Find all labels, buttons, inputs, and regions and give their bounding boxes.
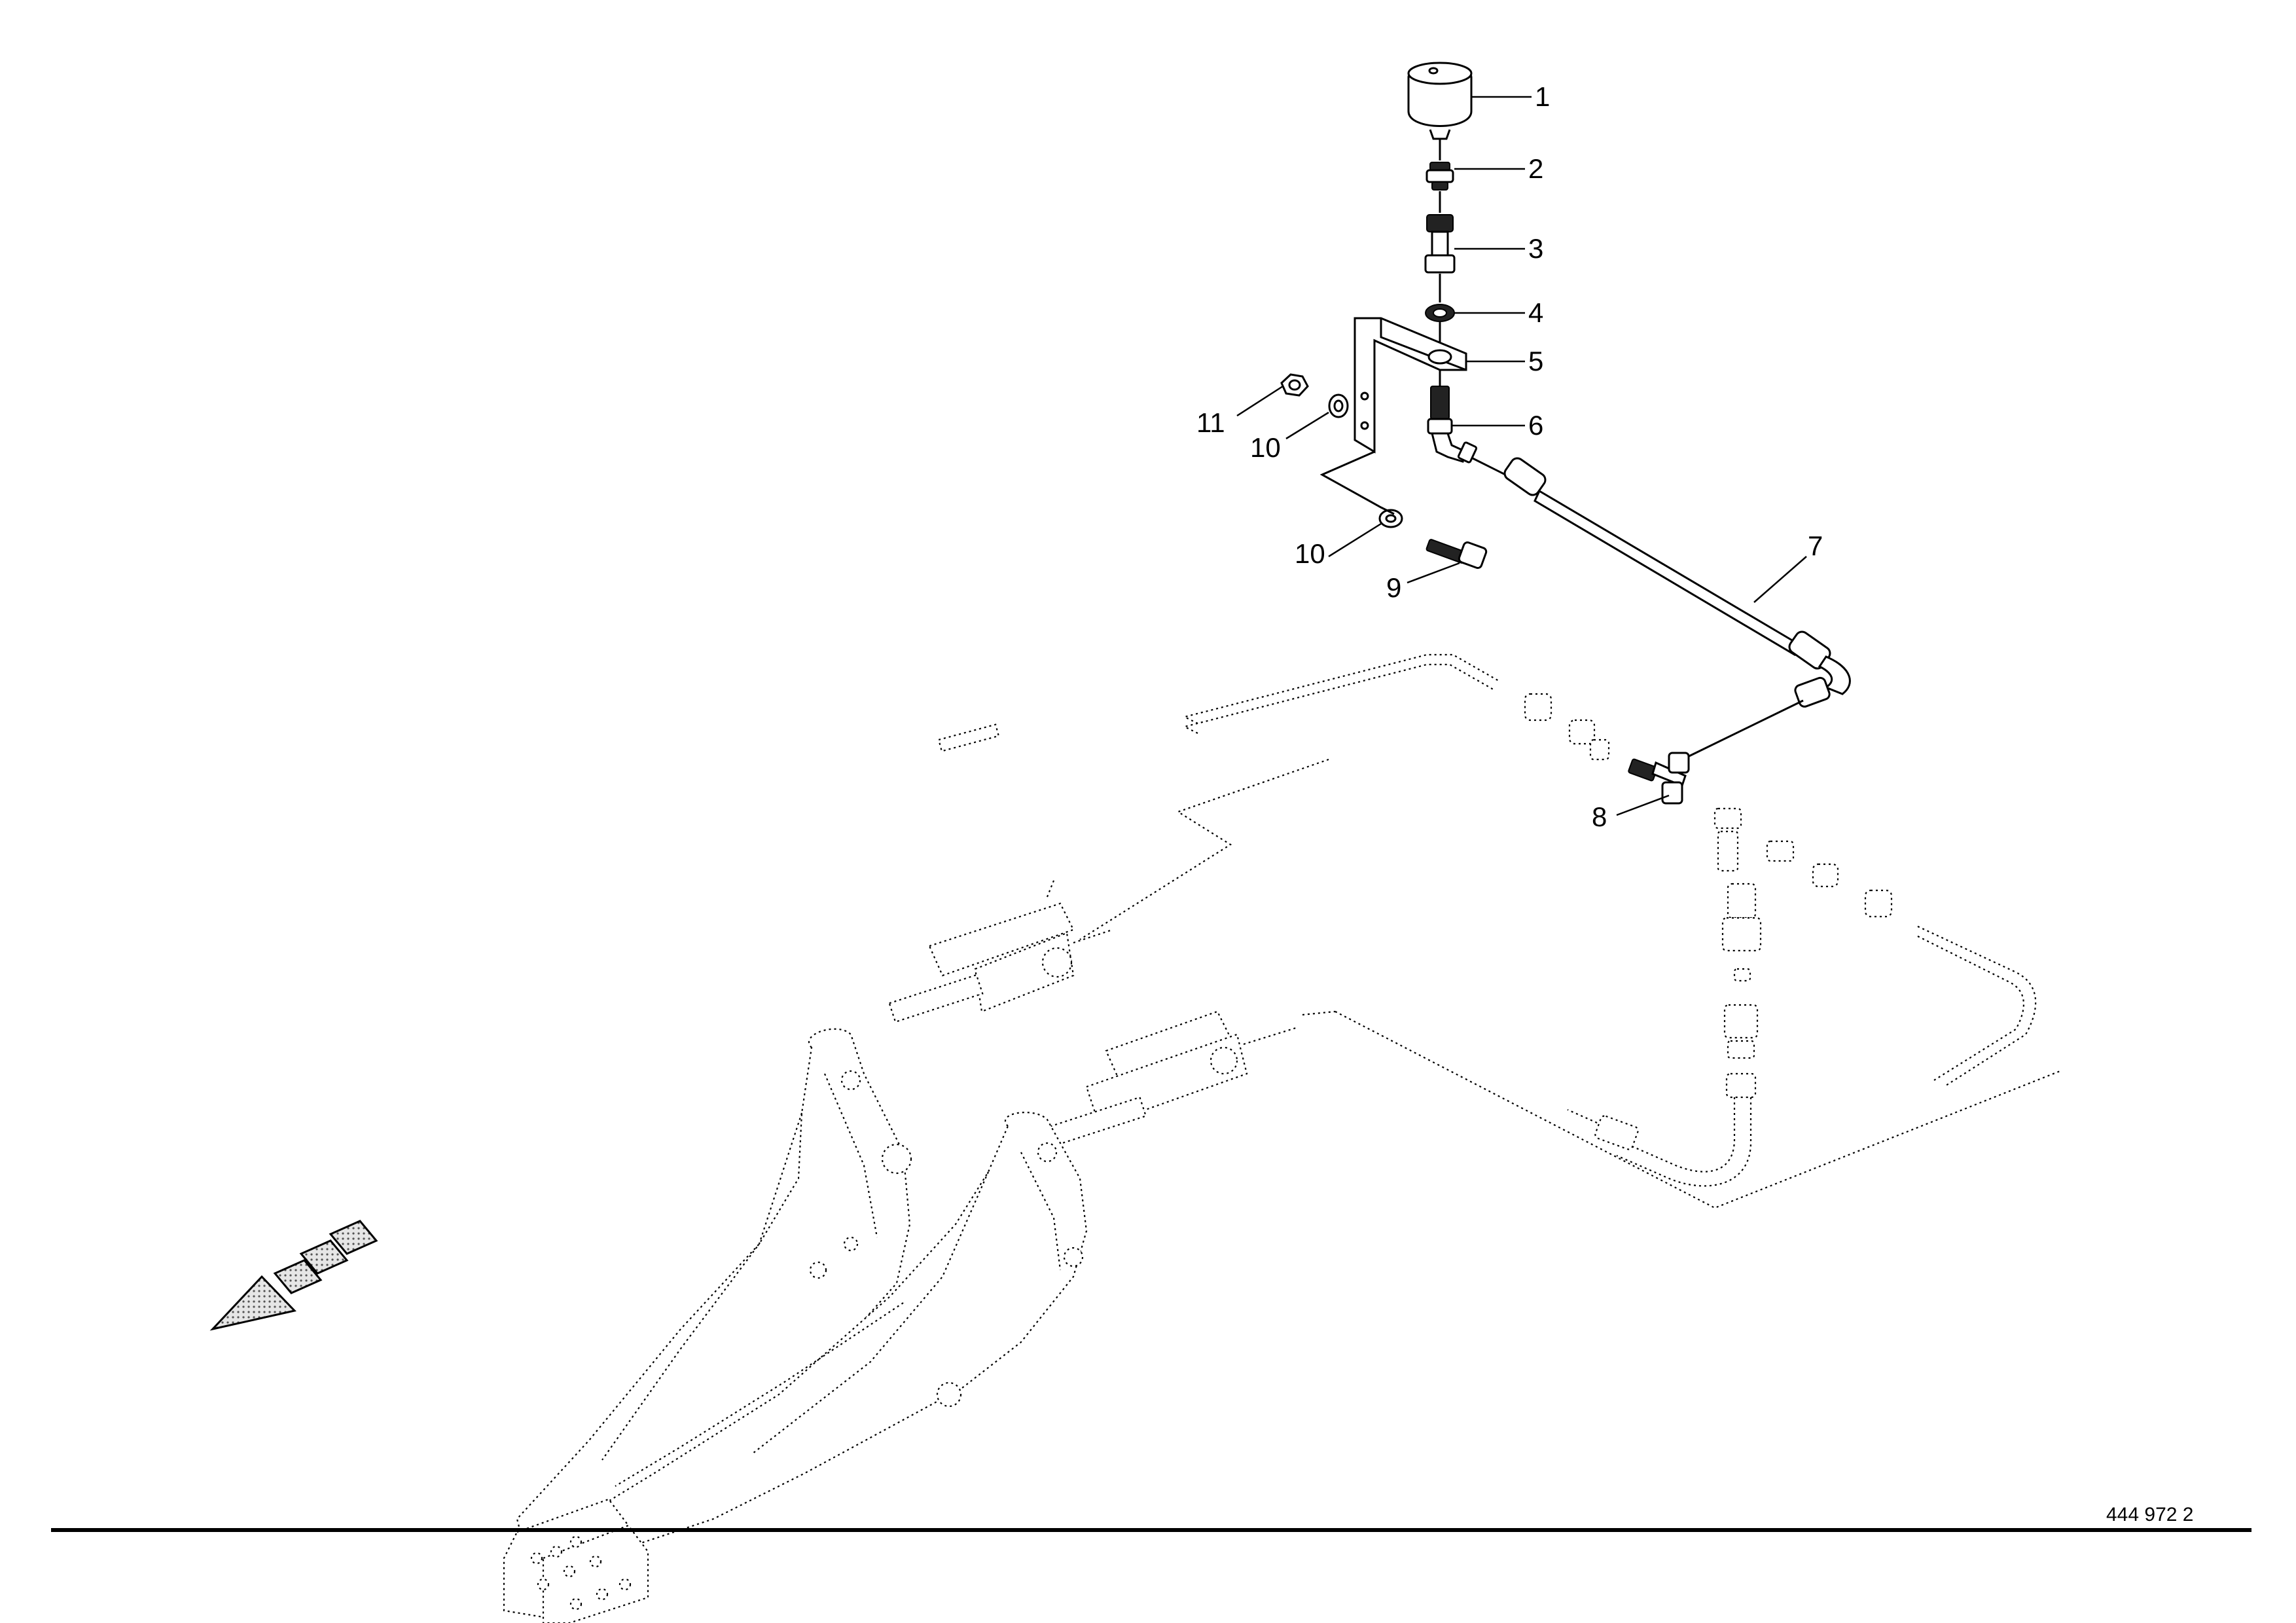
document-number: 444 972 2 <box>2106 1504 2193 1525</box>
hex-bolt <box>1426 539 1488 570</box>
direction-arrow-icon <box>209 1220 378 1331</box>
callout-7: 7 <box>1808 530 1823 561</box>
hydraulic-hose <box>1472 457 1851 764</box>
callout-5: 5 <box>1528 346 1543 376</box>
ghost-context <box>503 653 2062 1623</box>
callout-3: 3 <box>1528 233 1543 264</box>
callout-11: 11 <box>1196 407 1225 438</box>
hex-fitting <box>1424 214 1456 302</box>
callout-10-lower: 10 <box>1295 538 1325 569</box>
leader-lines <box>1236 96 1807 816</box>
callout-10-upper: 10 <box>1250 432 1281 463</box>
mounting-bracket <box>1354 317 1467 454</box>
hex-nut <box>1280 373 1309 397</box>
callout-6: 6 <box>1528 410 1543 441</box>
callout-2: 2 <box>1528 153 1543 184</box>
callout-9: 9 <box>1386 572 1401 603</box>
accumulator <box>1407 62 1473 160</box>
callout-labels: 1 2 3 4 5 6 7 8 9 10 10 11 <box>1196 81 1823 832</box>
callout-1: 1 <box>1535 81 1550 112</box>
bracket-guide-line <box>1319 450 1395 515</box>
elbow-fitting <box>1427 370 1478 464</box>
callout-4: 4 <box>1528 297 1543 328</box>
tee-fitting <box>1628 752 1690 805</box>
washer-upper <box>1328 393 1349 418</box>
washer-lower <box>1378 509 1403 528</box>
adapter-fitting <box>1426 162 1454 213</box>
callout-8: 8 <box>1592 801 1607 832</box>
